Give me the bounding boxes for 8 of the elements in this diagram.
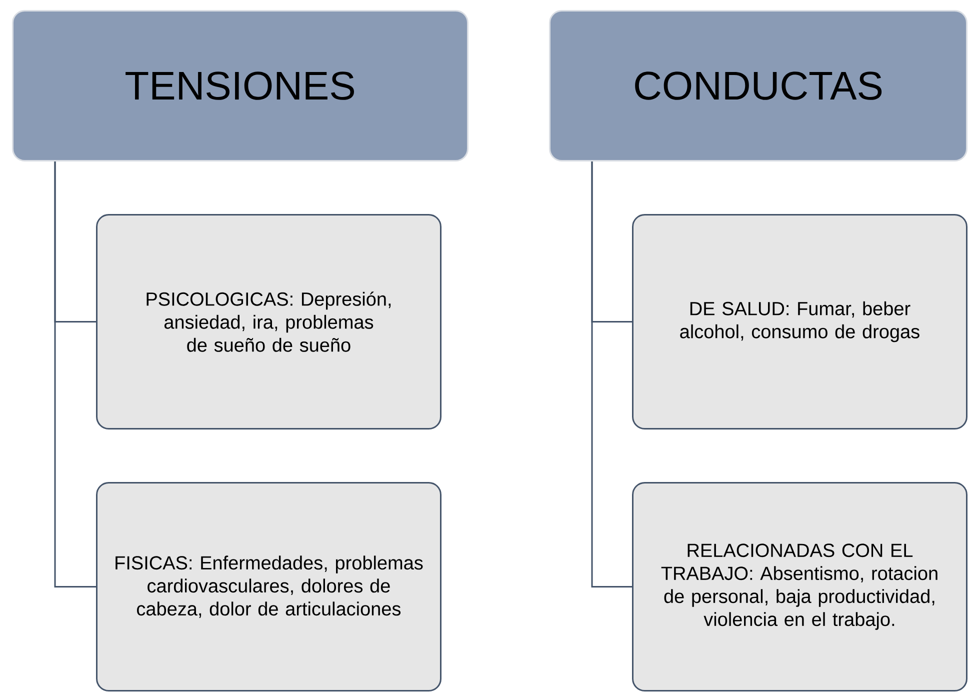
category-box: DE SALUD: Fumar, beber alcohol, consumo de drogas xyxy=(632,214,968,430)
category-box: PSICOLOGICAS: Depresión, ansiedad, ira, problemas de sueño de sueño xyxy=(96,214,442,430)
header-box: TENSIONES xyxy=(12,10,468,162)
connector-line xyxy=(54,162,96,588)
category-box: RELACIONADAS CON EL TRABAJO: Absentismo, rotacion de personal, baja productividad, violencia en el trabajo. xyxy=(632,482,968,692)
connector-line xyxy=(591,162,632,588)
header-box: CONDUCTAS xyxy=(549,10,968,162)
category-box: FISICAS: Enfermedades, problemas cardiovasculares, dolores de cabeza, dolor de articulaciones xyxy=(96,482,442,692)
